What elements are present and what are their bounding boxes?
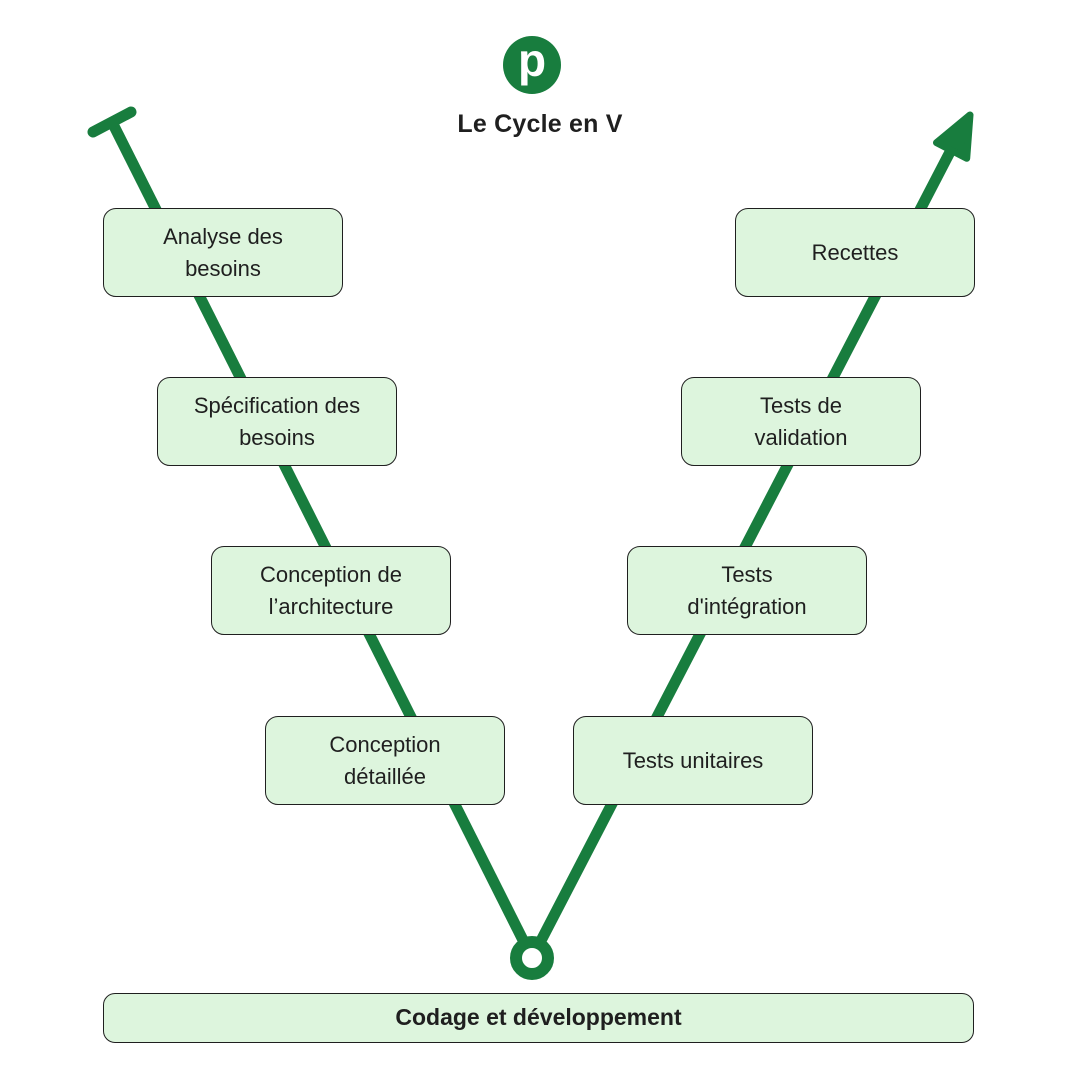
stage-label: Tests unitaires [622,747,764,773]
stage-box-tests-unitaires: Tests unitaires [573,716,813,805]
arrowhead-icon [933,111,974,162]
stage-box-conception-detaillee: Conception détaillée [265,716,505,805]
vertex-ring-icon [510,936,554,980]
page-title: Le Cycle en V [457,110,623,138]
start-cap-icon [87,106,137,138]
stage-box-conception-architecture: Conception de l’architecture [211,546,451,635]
stage-label: Recettes [811,239,899,265]
stage-label: Tests de validation [754,392,848,450]
stage-box-tests-de-validation: Tests de validation [681,377,921,466]
stage-label: Analyse des besoins [163,223,283,281]
stage-bar-codage-developpement: Codage et développement [103,993,974,1043]
stage-label: Codage et développement [395,1004,682,1031]
stage-box-tests-integration: Tests d'intégration [627,546,867,635]
brand-logo: p [503,36,561,94]
stage-label: Conception détaillée [329,731,441,789]
stage-box-specification-des-besoins: Spécification des besoins [157,377,397,466]
brand-logo-letter: p [517,34,547,86]
stage-label: Spécification des besoins [193,392,361,450]
stage-label: Tests d'intégration [687,561,807,619]
stage-label: Conception de l’architecture [260,561,402,619]
stage-box-recettes: Recettes [735,208,975,297]
stage-box-analyse-des-besoins: Analyse des besoins [103,208,343,297]
